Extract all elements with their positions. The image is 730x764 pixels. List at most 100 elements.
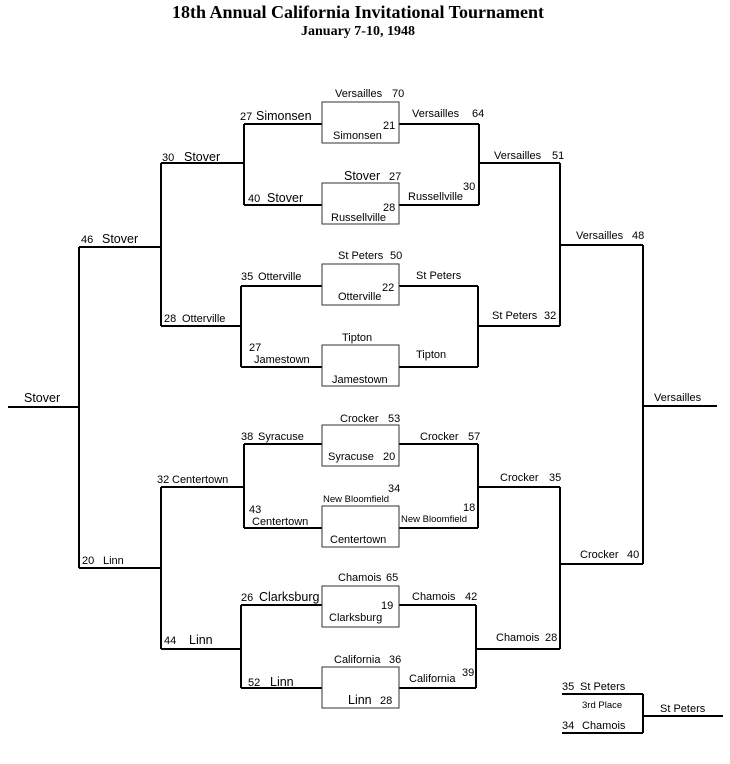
mid-5-top-score: 53	[388, 413, 400, 425]
third-place-2-team: Chamois	[582, 720, 626, 732]
left-r2-4-score: 44	[164, 635, 176, 647]
left-r2-match-2-lines	[160, 486, 244, 650]
mid-1-bottom-score: 21	[383, 120, 395, 132]
page-title: 18th Annual California Invitational Tour…	[172, 2, 544, 22]
middle-box-4	[321, 344, 400, 387]
third-place-winner: St Peters	[660, 703, 706, 715]
mid-6-top-team: New Bloomfield	[323, 494, 389, 505]
left-r1-match-1-lines	[243, 123, 322, 206]
right-round-2: Versailles 51 St Peters 32 Crocker 35 Ch…	[492, 150, 564, 644]
mid-7-top-score: 65	[386, 572, 398, 584]
mid-2-top-team: Stover	[344, 169, 380, 183]
middle-box-7	[321, 585, 400, 628]
right-r3-1-team: Versailles	[576, 230, 624, 242]
mid-2-bottom-score: 28	[383, 202, 395, 214]
right-r1-6-score: 18	[463, 502, 475, 514]
third-place-1-score: 35	[562, 681, 574, 693]
mid-6-top-score: 34	[388, 483, 400, 495]
right-r1-5-score: 57	[468, 431, 480, 443]
right-r1-2-team: Russellville	[408, 191, 463, 203]
mid-2-bottom-team: Russellville	[331, 212, 386, 224]
left-r2-3-score: 32	[157, 474, 169, 486]
left-r1-4-score: 27	[249, 342, 261, 354]
left-r1-3-team: Otterville	[258, 271, 301, 283]
right-champion: Versailles	[654, 392, 702, 404]
right-r1-5-team: Crocker	[420, 431, 459, 443]
mid-7-bottom-team: Clarksburg	[329, 612, 382, 624]
left-r2-match-1-lines	[160, 162, 244, 327]
right-r1-1-score: 64	[472, 108, 484, 120]
left-r1-7-score: 26	[241, 592, 253, 604]
left-r2-2-team: Otterville	[182, 313, 225, 325]
left-r1-match-4-lines	[240, 604, 322, 689]
right-r1-match-4-lines	[399, 604, 477, 689]
mid-8-bottom-score: 28	[380, 695, 392, 707]
mid-1-top-score: 70	[392, 88, 404, 100]
mid-1-top-team: Versailles	[335, 88, 383, 100]
middle-box-1	[321, 101, 400, 144]
left-round-1: 27 Simonsen 40 Stover 35 Otterville 27 J…	[240, 109, 319, 689]
right-r2-3-score: 35	[549, 472, 561, 484]
left-r1-7-team: Clarksburg	[259, 590, 319, 604]
right-r2-1-team: Versailles	[494, 150, 542, 162]
mid-7-top-team: Chamois	[338, 572, 382, 584]
mid-8-top-team: California	[334, 654, 381, 666]
middle-matchups: Versailles 70 21 Simonsen Stover 27 28 R…	[323, 88, 404, 707]
right-r2-2-score: 32	[544, 310, 556, 322]
middle-box-8	[321, 666, 400, 709]
left-champion: Stover	[24, 391, 60, 405]
right-r1-8-team: California	[409, 673, 456, 685]
left-r1-3-score: 35	[241, 271, 253, 283]
middle-box-3	[321, 263, 400, 306]
left-r3-1-score: 46	[81, 234, 93, 246]
mid-4-bottom-team: Jamestown	[332, 374, 388, 386]
right-round-3: Versailles 48 Crocker 40	[576, 230, 644, 561]
right-r3-lines	[560, 244, 644, 565]
mid-7-bottom-score: 19	[381, 600, 393, 612]
mid-3-top-team: St Peters	[338, 250, 384, 262]
left-r1-1-team: Simonsen	[256, 109, 312, 123]
mid-5-bottom-score: 20	[383, 451, 395, 463]
left-r2-4-team: Linn	[189, 633, 213, 647]
left-round-2: 30 Stover 28 Otterville 32 Centertown 44…	[157, 150, 228, 647]
left-r1-8-team: Linn	[270, 675, 294, 689]
mid-1-bottom-team: Simonsen	[333, 130, 382, 142]
right-r1-2-score: 30	[463, 181, 475, 193]
right-r2-2-team: St Peters	[492, 310, 538, 322]
left-r3-lines	[78, 246, 161, 569]
left-r1-2-score: 40	[248, 193, 260, 205]
right-r2-3-team: Crocker	[500, 472, 539, 484]
right-r1-7-team: Chamois	[412, 591, 456, 603]
left-r1-1-score: 27	[240, 111, 252, 123]
mid-3-bottom-team: Otterville	[338, 291, 381, 303]
middle-box-5	[321, 424, 400, 467]
right-r1-6-team: New Bloomfield	[401, 514, 467, 525]
right-r1-7-score: 42	[465, 591, 477, 603]
left-r1-8-score: 52	[248, 677, 260, 689]
left-r2-3-team: Centertown	[172, 474, 228, 486]
bracket-lines	[8, 123, 723, 734]
mid-5-bottom-team: Syracuse	[328, 451, 374, 463]
left-r1-6-team: Centertown	[252, 516, 308, 528]
right-r2-match-1-lines	[478, 162, 561, 327]
right-r1-8-score: 39	[462, 667, 474, 679]
mid-3-top-score: 50	[390, 250, 402, 262]
mid-3-bottom-score: 22	[382, 282, 394, 294]
right-r2-1-score: 51	[552, 150, 564, 162]
right-r1-4-team: Tipton	[416, 349, 446, 361]
middle-box-2	[321, 182, 400, 225]
mid-5-top-team: Crocker	[340, 413, 379, 425]
left-r1-2-team: Stover	[267, 191, 303, 205]
mid-8-bottom-team: Linn	[348, 693, 372, 707]
page-subtitle: January 7-10, 1948	[301, 24, 415, 39]
right-r1-match-1-lines	[399, 123, 480, 206]
third-place-label: 3rd Place	[582, 700, 622, 711]
left-r2-1-score: 30	[162, 152, 174, 164]
right-r3-2-team: Crocker	[580, 549, 619, 561]
left-r2-2-score: 28	[164, 313, 176, 325]
third-place-game: 35 St Peters 3rd Place 34 Chamois St Pet…	[562, 681, 706, 732]
right-round-1: Versailles 64 30 Russellville St Peters …	[401, 108, 484, 685]
middle-box-6	[321, 505, 400, 548]
right-r2-4-score: 28	[545, 632, 557, 644]
